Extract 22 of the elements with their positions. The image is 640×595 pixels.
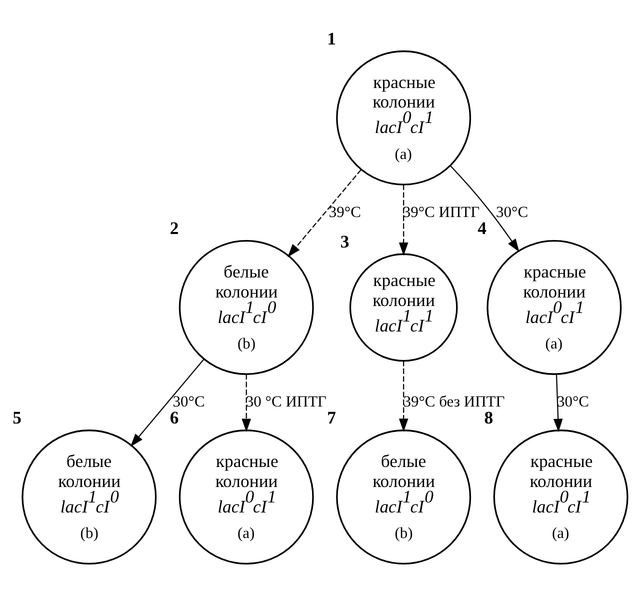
- edge-label: 39°C: [328, 204, 361, 221]
- node-label: 4: [478, 218, 487, 238]
- node-label: 1: [327, 28, 336, 48]
- edge-label: 39°C без ИПТГ: [403, 393, 505, 410]
- edge-label: 30°C: [556, 393, 590, 410]
- node-label: 8: [484, 408, 494, 428]
- edge-label: 30 °C ИПТГ: [246, 393, 327, 410]
- edge-label: 39°C ИПТГ: [402, 204, 480, 221]
- arrow: [288, 169, 362, 258]
- arrow: [553, 374, 563, 432]
- edge-label: 30°C: [172, 393, 205, 410]
- node-label: 7: [327, 408, 336, 428]
- arrow: [130, 358, 204, 447]
- node-label: 2: [170, 218, 179, 238]
- node-label: 5: [12, 408, 22, 428]
- edge-label: 30°C: [496, 204, 528, 221]
- node-label: 3: [340, 231, 350, 252]
- node-label: 6: [170, 408, 179, 428]
- arrow: [398, 184, 408, 256]
- arrow: [450, 165, 520, 252]
- arrow: [242, 374, 252, 432]
- arrow: [398, 360, 408, 432]
